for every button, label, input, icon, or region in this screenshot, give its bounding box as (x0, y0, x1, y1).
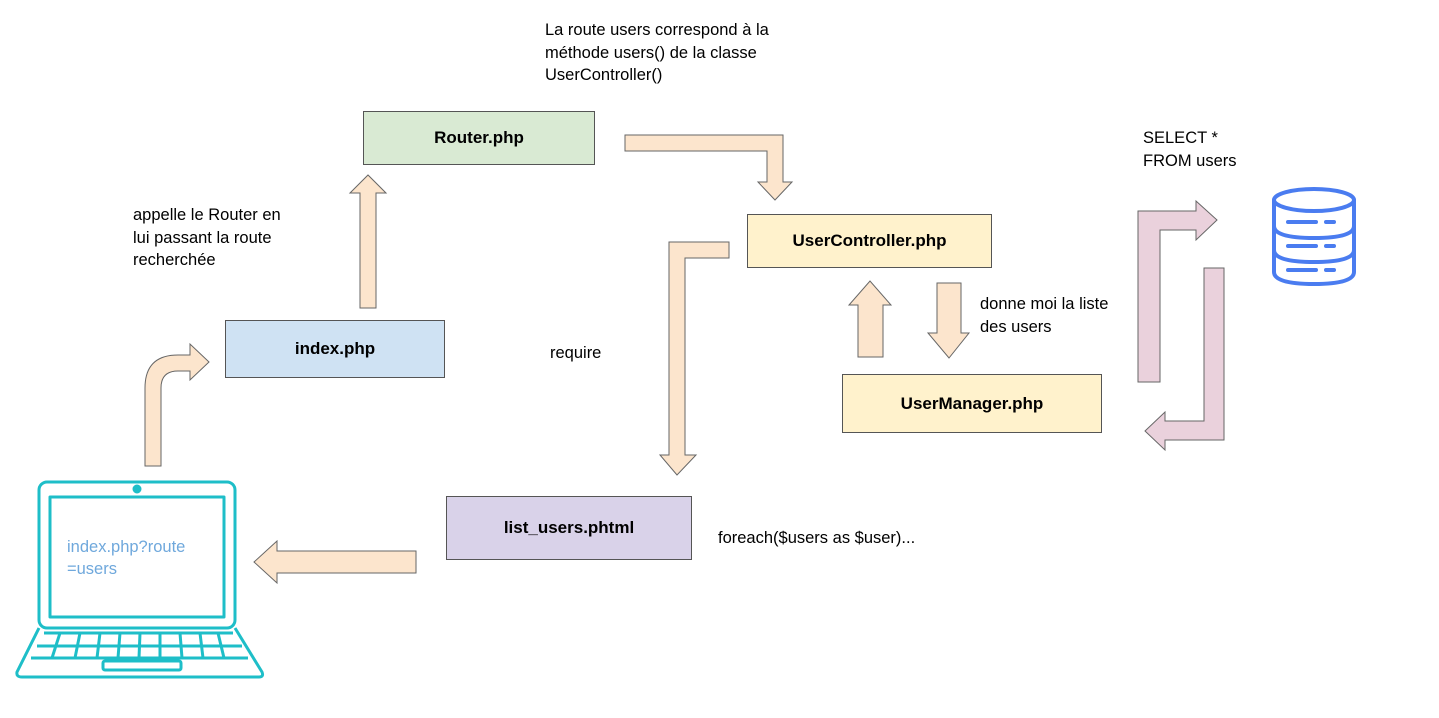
foreach-note: foreach($users as $user)... (718, 527, 915, 550)
route-note-line1: La route users correspond à la (545, 21, 769, 39)
usercontroller-label: UserController.php (792, 231, 947, 250)
laptop-url: index.php?route =users (67, 536, 185, 580)
laptop-url-line2: =users (67, 560, 117, 578)
donne-note: donne moi la liste des users (980, 293, 1108, 338)
donne-note-line1: donne moi la liste (980, 295, 1109, 313)
router-label: Router.php (434, 128, 524, 147)
arrow-listusers-to-laptop (253, 539, 417, 585)
index-box: index.php (225, 320, 445, 378)
laptop-url-line1: index.php?route (67, 538, 186, 556)
database-icon (1272, 187, 1356, 287)
appelle-note-line1: appelle le Router en (133, 206, 281, 224)
route-note-line3: UserController() (545, 66, 663, 84)
route-note-line2: méthode users() de la classe (545, 43, 757, 62)
appelle-note-line2: lui passant la route (133, 228, 272, 247)
usermanager-box: UserManager.php (842, 374, 1102, 433)
laptop-icon (15, 480, 265, 679)
router-box: Router.php (363, 111, 595, 165)
sql-note-line1: SELECT * (1143, 129, 1218, 147)
arrow-manager-to-controller (847, 280, 893, 358)
arrow-require (658, 241, 730, 476)
sql-note-line2: FROM users (1143, 151, 1237, 170)
foreach-label: foreach($users as $user)... (718, 529, 916, 547)
listusers-box: list_users.phtml (446, 496, 692, 560)
listusers-label: list_users.phtml (503, 518, 635, 537)
index-label: index.php (294, 339, 376, 358)
arrow-router-to-controller (624, 134, 794, 201)
usercontroller-box: UserController.php (747, 214, 992, 268)
sql-note: SELECT * FROM users (1143, 127, 1237, 172)
arrow-index-to-router (348, 174, 388, 309)
appelle-note-line3: recherchée (133, 251, 216, 269)
arrow-laptop-to-index (144, 342, 210, 467)
appelle-note: appelle le Router en lui passant la rout… (133, 204, 281, 272)
arrow-controller-to-manager (926, 282, 971, 359)
route-note: La route users correspond à la méthode u… (545, 19, 769, 87)
usermanager-label: UserManager.php (900, 393, 1044, 413)
require-note: require (550, 342, 601, 365)
require-label: require (550, 344, 602, 362)
donne-note-line2: des users (980, 317, 1052, 336)
arrow-manager-to-database (1137, 199, 1218, 383)
arrow-database-to-manager (1144, 267, 1225, 452)
